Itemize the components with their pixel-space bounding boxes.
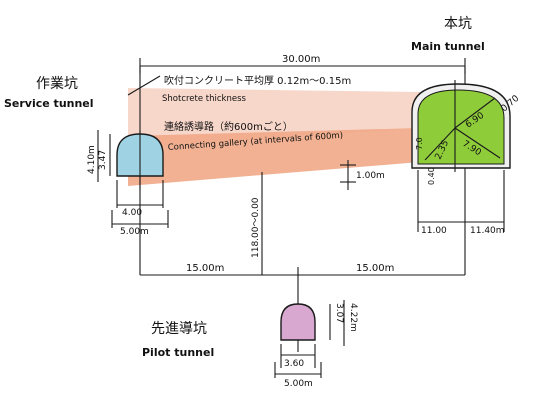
pilot-tunnel-label-en: Pilot tunnel (142, 346, 214, 359)
pilot-height-outer: 4.22m (348, 303, 358, 332)
overall-width-label: 30.00m (282, 54, 320, 65)
main-height-left: 7.0 (415, 137, 424, 150)
shotcrete-leader (127, 75, 161, 96)
service-height-inner: 3.47 (98, 150, 108, 170)
main-tunnel-label-en: Main tunnel (411, 40, 485, 53)
main-tunnel (411, 80, 511, 172)
gallery-note-jp: 連絡誘導路（約600mごと） (164, 120, 293, 133)
connecting-gallery (128, 128, 420, 186)
pilot-tunnel-label-jp: 先進導坑 (151, 321, 207, 337)
main-tunnel-label-jp: 本坑 (444, 16, 472, 32)
main-height-small: 0.40 (427, 167, 436, 185)
main-tunnel-shape (417, 89, 505, 165)
main-radius-line-2 (454, 127, 501, 159)
service-width-outer: 5.00m (120, 227, 149, 237)
service-height-outer: 4.10m (87, 145, 97, 174)
main-radius-line-3 (424, 127, 456, 161)
main-radius-line-1 (454, 97, 496, 129)
pilot-width-outer: 5.00m (284, 379, 313, 389)
service-tunnel (116, 130, 164, 190)
shotcrete-note-en: Shotcrete thickness (162, 94, 247, 104)
offset-right: 15.00m (356, 263, 394, 274)
service-tunnel-label-en: Service tunnel (4, 97, 94, 110)
shotcrete-note-jp: 吹付コンクリート平均厚 0.12m～0.15m (164, 74, 351, 87)
pilot-width-inner: 3.60 (284, 359, 304, 369)
gallery-height: 1.00m (356, 171, 385, 181)
vertical-offset: 118.00～0.00 (251, 197, 261, 258)
main-width-right: 11.40m (470, 226, 505, 236)
pilot-height-inner: 3.07 (334, 303, 344, 323)
pilot-tunnel (280, 303, 316, 341)
service-width-inner: 4.00 (122, 208, 142, 218)
service-tunnel-label-jp: 作業坑 (36, 76, 78, 92)
offset-left: 15.00m (186, 263, 224, 274)
main-width-left: 11.00 (421, 226, 447, 236)
pilot-tunnel-shape (280, 303, 316, 341)
